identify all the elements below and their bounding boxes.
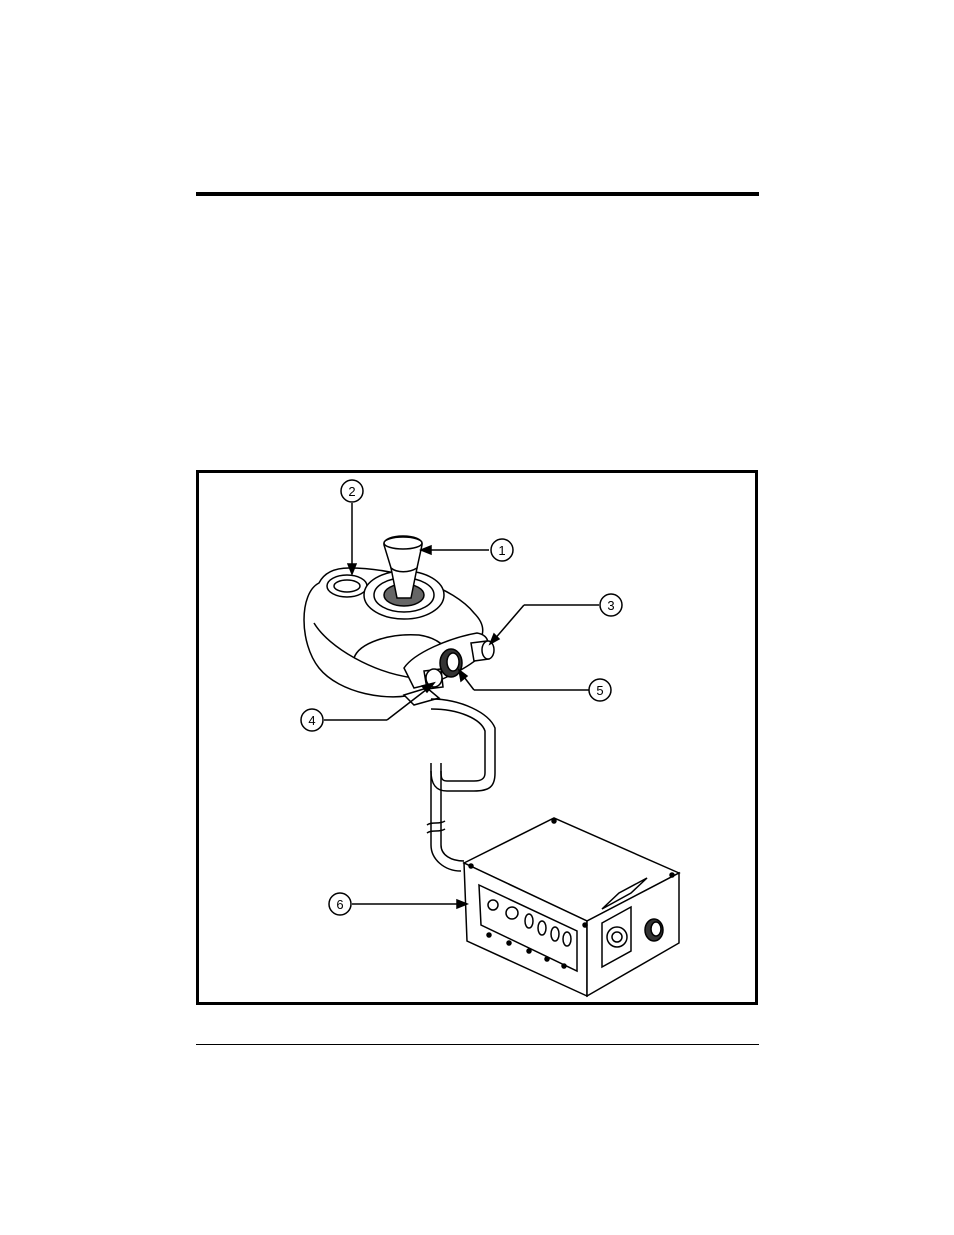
joystick-control-illustration: 1 2 3 4 5 6: [199, 473, 755, 1002]
callout-4: 4: [301, 709, 323, 731]
svg-text:3: 3: [607, 598, 614, 613]
callout-2: 2: [341, 480, 363, 502]
bottom-rule: [196, 1044, 759, 1045]
figure-frame: 1 2 3 4 5 6: [196, 470, 758, 1005]
top-rule: [196, 192, 759, 196]
cable: [427, 699, 495, 871]
callout-6: 6: [329, 893, 351, 915]
svg-text:5: 5: [596, 683, 603, 698]
svg-text:4: 4: [308, 713, 315, 728]
display-panel: [327, 575, 367, 597]
speed-knob: [440, 649, 462, 677]
svg-text:2: 2: [348, 484, 355, 499]
svg-text:1: 1: [498, 543, 505, 558]
callout-3: 3: [600, 594, 622, 616]
callout-1: 1: [491, 539, 513, 561]
callout-5: 5: [589, 679, 611, 701]
svg-text:6: 6: [336, 897, 343, 912]
control-box: [464, 818, 679, 996]
joystick-stick: [364, 536, 444, 619]
